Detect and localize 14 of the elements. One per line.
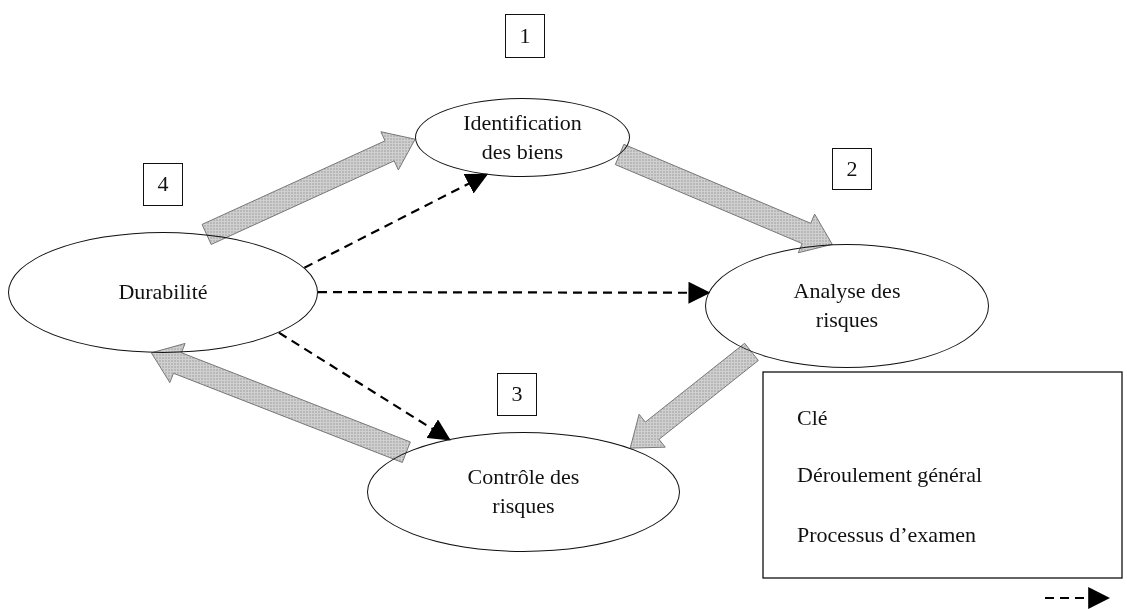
legend-title: Clé bbox=[797, 405, 828, 431]
block-arrow bbox=[614, 143, 833, 254]
step-number-box: 4 bbox=[143, 163, 183, 206]
block-arrow bbox=[150, 342, 411, 463]
block-arrow bbox=[201, 131, 416, 245]
step-number-box: 3 bbox=[497, 373, 537, 416]
block-arrow bbox=[629, 342, 759, 449]
step-number-box: 2 bbox=[832, 148, 872, 190]
dashed-arrow bbox=[318, 281, 711, 304]
dashed-arrow bbox=[278, 331, 451, 441]
dashed-arrow bbox=[303, 173, 489, 269]
legend-label: Déroulement général bbox=[797, 462, 983, 488]
legend-label: Processus d’examen bbox=[797, 522, 976, 548]
step-number-box: 1 bbox=[505, 14, 545, 58]
